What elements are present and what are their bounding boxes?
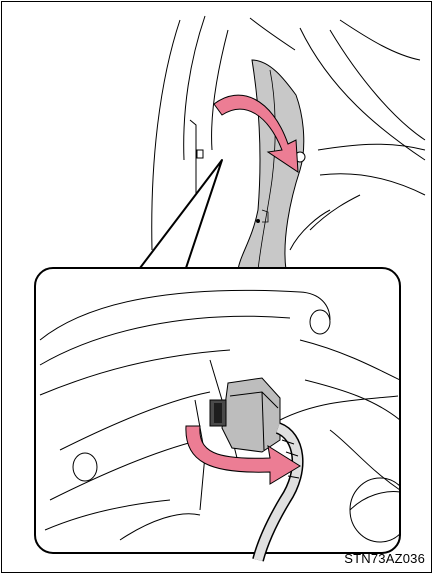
callout-pointer <box>140 160 222 268</box>
figure-code: STN73AZ036 <box>344 551 425 566</box>
detail-callout <box>35 268 410 560</box>
